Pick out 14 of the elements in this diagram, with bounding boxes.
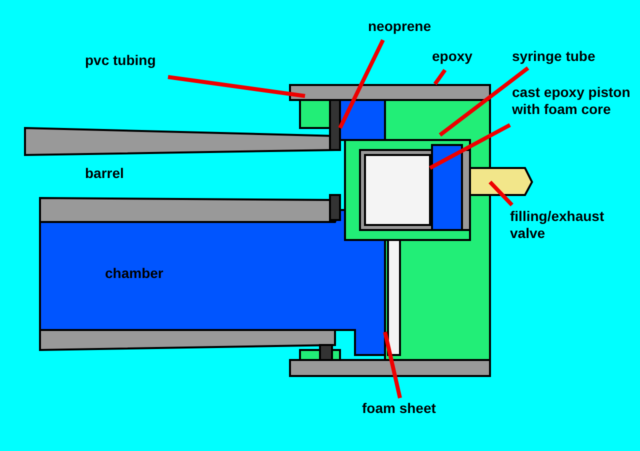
part-label: epoxy	[432, 48, 472, 65]
part-label: neoprene	[368, 18, 432, 35]
part-label: foam sheet	[362, 400, 436, 417]
leader-line	[488, 180, 514, 206]
leader-line	[168, 75, 306, 98]
leader-line	[433, 68, 447, 86]
leader-line	[338, 39, 385, 129]
part-label: barrel	[85, 165, 124, 182]
part-label: pvc tubing	[85, 52, 156, 69]
leader-line	[438, 66, 530, 137]
part-label: syringe tube	[512, 48, 596, 65]
part-label: chamber	[105, 265, 164, 282]
part-label: filling/exhaust valve	[510, 208, 620, 242]
part-label: cast epoxy piston with foam core	[512, 84, 640, 118]
